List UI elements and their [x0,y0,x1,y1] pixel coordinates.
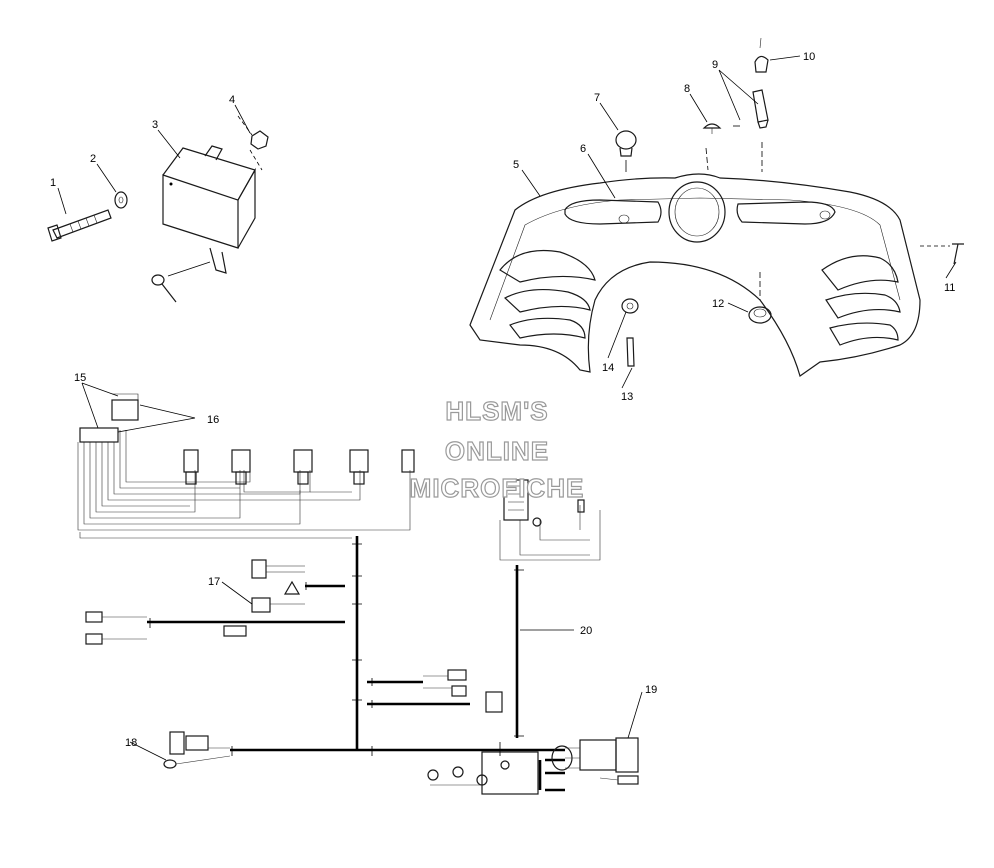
watermark-line-1: HLSM'S [445,396,548,426]
callout-leaders [57,55,957,761]
callout-9: 9 [712,59,718,71]
connector-15-16 [79,393,139,443]
callout-6: 6 [580,143,586,155]
relay-17 [251,559,305,613]
ground-terminal-part [151,261,211,303]
screw-part [952,243,964,265]
callout-8: 8 [684,83,690,95]
callout-10: 10 [803,51,815,63]
callout-16: 16 [207,414,219,426]
callout-17: 17 [208,576,220,588]
watermark: HLSM'S ONLINE MICROFICHE [409,395,585,503]
callout-14: 14 [602,362,614,374]
dash-pod-shell [469,173,921,377]
grommet-part [748,306,772,324]
callout-12: 12 [712,298,724,310]
callout-4: 4 [229,94,235,106]
nut-part [250,130,269,150]
retainer-part [621,298,639,314]
callout-7: 7 [594,92,600,104]
bulb-socket-part [733,89,769,129]
callout-15: 15 [74,372,86,384]
callout-11: 11 [944,282,955,294]
connector-19 [551,737,639,785]
connector-18 [163,731,231,769]
mid-connectors [423,669,503,713]
connector-20-top [503,479,585,527]
callout-19: 19 [645,684,657,696]
module-box-part [162,145,256,274]
callout-1: 1 [50,177,56,189]
callout-numbers: 1 2 3 4 5 6 7 8 9 10 11 12 13 14 15 16 1… [50,51,955,749]
push-switch-part [615,130,637,172]
callout-2: 2 [90,153,96,165]
wiring-harness [77,393,639,795]
callout-3: 3 [152,119,158,131]
washer-part [114,191,128,209]
callout-18: 18 [125,737,137,749]
upper-connector-row [183,449,415,485]
module-assembly [47,115,269,303]
pin-part [626,337,635,367]
fuse-panel [427,751,539,795]
callout-20: 20 [580,625,592,637]
bulb-part [754,37,769,73]
dash-pod-assembly [469,37,964,377]
callout-5: 5 [513,159,519,171]
bolt-part [47,209,112,242]
watermark-line-2: ONLINE [445,436,549,466]
plug-part [702,123,722,134]
harness-clips [149,543,524,756]
watermark-line-3: MICROFICHE [410,473,585,503]
callout-13: 13 [621,391,633,403]
left-plug-connectors [85,611,247,645]
